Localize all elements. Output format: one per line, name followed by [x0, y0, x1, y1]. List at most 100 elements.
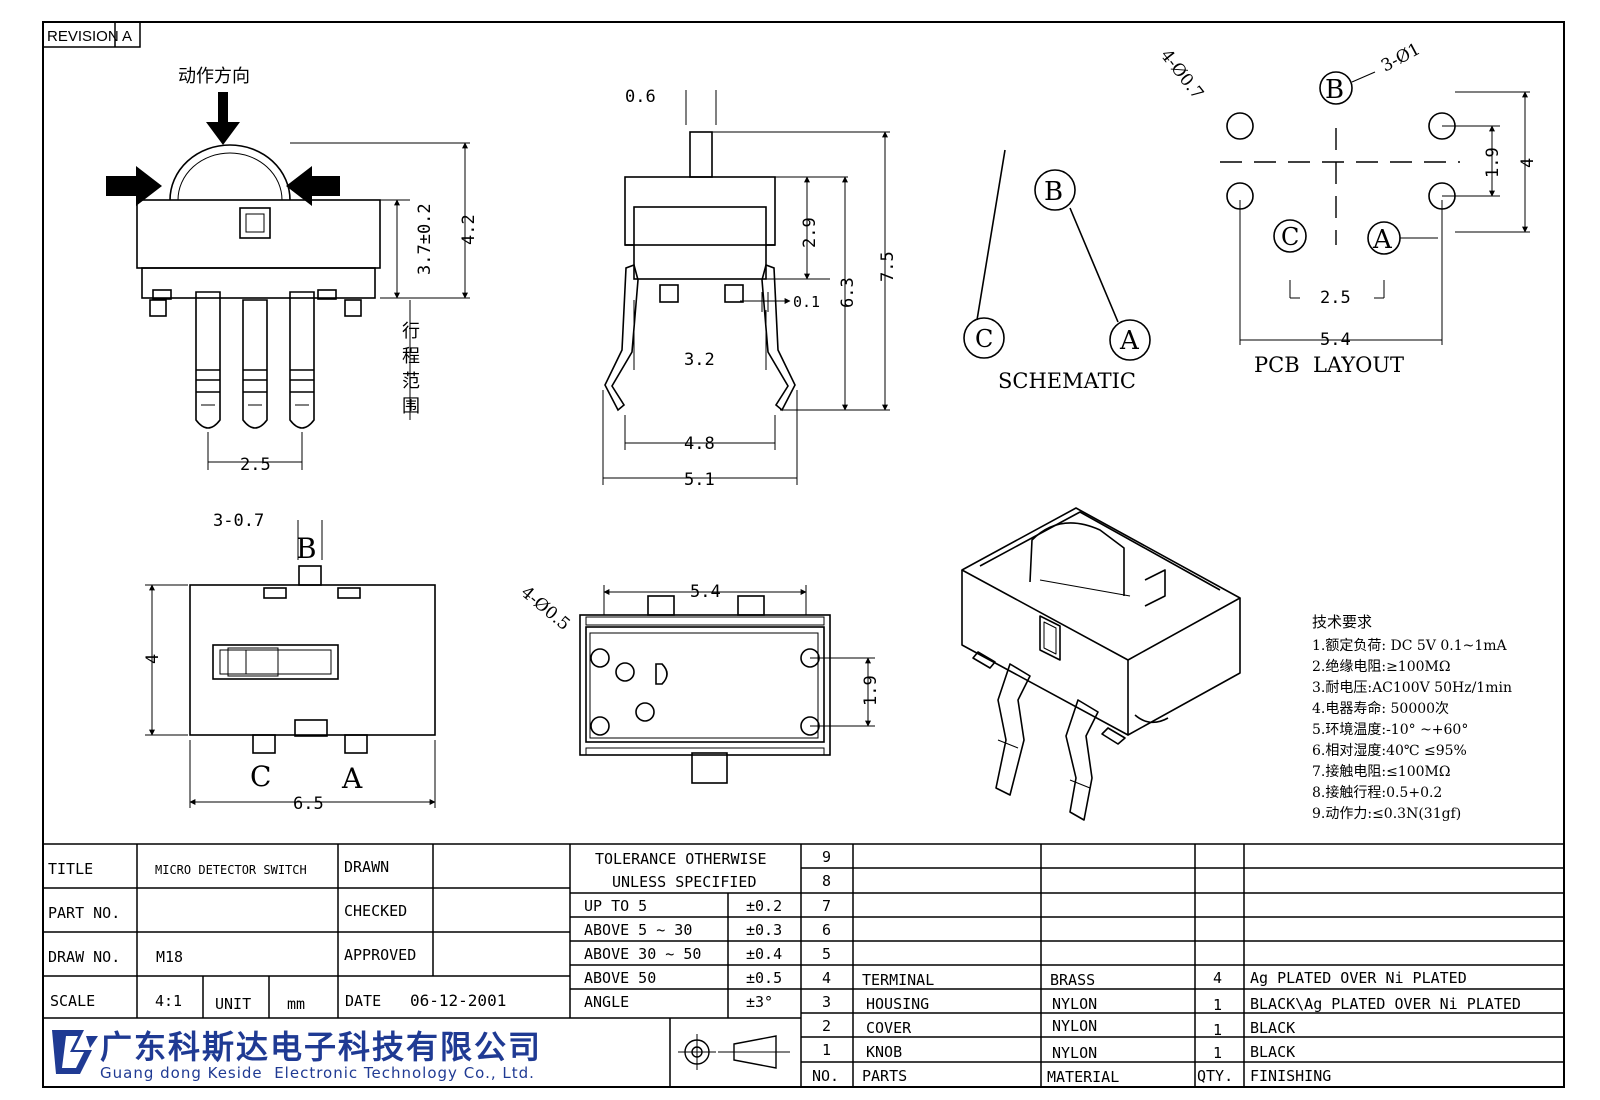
tol-range-2: ABOVE 5 ~ 30: [584, 921, 692, 939]
dim-front-body: 2.9: [800, 217, 820, 248]
tech-item-5: 5.环境温度:-10° ~+60°: [1312, 722, 1468, 738]
bottom-dim-h: 1.9: [861, 675, 881, 706]
revision-value: A: [122, 28, 132, 45]
travel-label-4: 围: [402, 396, 420, 417]
schematic-b: B: [1044, 177, 1063, 207]
top-dim-h: 4: [143, 654, 163, 664]
bom-no-5: 5: [822, 945, 831, 963]
dim-front-foot: 4.8: [684, 434, 715, 454]
action-direction-label: 动作方向: [178, 66, 250, 87]
top-c: C: [250, 760, 271, 793]
top-b: B: [296, 532, 317, 565]
title-block: [43, 843, 1564, 1087]
travel-label-3: 范: [402, 371, 420, 392]
pcb-dim-4: 4: [1518, 158, 1538, 168]
pcb-hole-small: 3-Ø1: [1378, 39, 1424, 76]
drawn-label: DRAWN: [344, 858, 389, 876]
unit-value: mm: [287, 995, 305, 1013]
pcb-a: A: [1372, 225, 1393, 255]
pcb-b: B: [1325, 75, 1344, 105]
bom-row-part: KNOB: [866, 1043, 902, 1061]
knob-dome: [169, 144, 291, 201]
pcb-layout: 4-Ø0.7 3-Ø1 B C A 1.9 4 2.5 5.4: [1156, 39, 1538, 377]
tolerance-title-1: TOLERANCE OTHERWISE: [595, 850, 767, 868]
date-value: 06-12-2001: [410, 991, 506, 1010]
dim-side-pitch: 2.5: [240, 455, 271, 475]
tech-item-7: 7.接触电阻:≤100MΩ: [1312, 763, 1450, 780]
dim-front-width: 5.1: [684, 470, 715, 490]
tech-item-3: 3.耐电压:AC100V 50Hz/1min: [1312, 680, 1512, 696]
approved-label: APPROVED: [344, 946, 416, 964]
tol-value-5: ±3°: [746, 993, 773, 1011]
tech-item-4: 4.电器寿命: 50000次: [1312, 700, 1449, 717]
top-pins-label: 3-0.7: [213, 511, 264, 531]
bom-row-part: TERMINAL: [862, 971, 934, 989]
bom-header-finishing: FINISHING: [1250, 1067, 1331, 1085]
company-name-en: Guang dong Keside Electronic Technology …: [100, 1064, 535, 1082]
tol-value-2: ±0.3: [746, 921, 782, 939]
dim-side-total: 4.2: [459, 214, 479, 245]
pcb-title: PCB LAYOUT: [1254, 353, 1404, 377]
dim-front-inner: 3.2: [684, 350, 715, 370]
bottom-dim-w: 5.4: [690, 582, 721, 602]
draw-label: DRAW NO.: [48, 948, 120, 966]
pcb-c: C: [1281, 223, 1299, 251]
tol-value-4: ±0.5: [746, 969, 782, 987]
schematic: B C A SCHEMATIC: [963, 149, 1151, 393]
bom-header-no: NO.: [812, 1067, 839, 1085]
bom-no-7: 7: [822, 897, 831, 915]
checked-label: CHECKED: [344, 902, 407, 920]
company-name-cn: 广东科斯达电子科技有限公司: [100, 1028, 542, 1066]
schematic-a: A: [1119, 326, 1140, 356]
top-view: 3-0.7 B C A 4 6.5: [143, 511, 436, 814]
tech-item-9: 9.动作力:≤0.3N(31gf): [1312, 806, 1461, 822]
front-view: 0.6 2.9 0.1 6.3 7.5 3.2 4.8 5.1: [602, 87, 898, 490]
tech-title: 技术要求: [1312, 613, 1372, 631]
bom-row-material: BRASS: [1050, 971, 1095, 989]
tech-item-6: 6.相对湿度:40℃ ≤95%: [1312, 743, 1467, 759]
bom-row-no: 3: [822, 993, 831, 1011]
schematic-title: SCHEMATIC: [998, 369, 1136, 393]
title-block-text: TITLE MICRO DETECTOR SWITCH PART NO. DRA…: [48, 848, 1521, 1086]
bom-row-part: COVER: [866, 1019, 912, 1037]
isometric-view: [961, 507, 1241, 821]
bom-row-part: HOUSING: [866, 995, 929, 1013]
title-value: MICRO DETECTOR SWITCH: [155, 863, 307, 877]
bottom-holes-label: 4-Ø0.5: [517, 583, 574, 635]
tech-item-1: 1.额定负荷: DC 5V 0.1~1mA: [1312, 638, 1508, 654]
tech-item-8: 8.接触行程:0.5+0.2: [1312, 784, 1442, 801]
part-label: PART NO.: [48, 904, 120, 922]
travel-label-1: 行: [402, 321, 420, 342]
tolerance-title-2: UNLESS SPECIFIED: [612, 873, 757, 891]
bom-row-qty: 1: [1213, 996, 1222, 1014]
sheet-border: [42, 21, 1565, 1088]
pcb-hole-large: 4-Ø0.7: [1156, 46, 1207, 104]
bom-row-material: NYLON: [1052, 1017, 1097, 1035]
bom-row-material: NYLON: [1052, 995, 1097, 1013]
tol-range-4: ABOVE 50: [584, 969, 656, 987]
top-dim-w: 6.5: [293, 794, 324, 814]
left-arrow-icon: [286, 166, 340, 206]
bom-row-qty: 1: [1213, 1021, 1222, 1039]
tol-value-3: ±0.4: [746, 945, 782, 963]
down-arrow-icon: [206, 92, 240, 145]
scale-value: 4:1: [155, 992, 182, 1010]
scale-label: SCALE: [50, 992, 95, 1010]
tol-range-5: ANGLE: [584, 993, 629, 1011]
pcb-dim-54: 5.4: [1320, 330, 1351, 350]
tol-value-1: ±0.2: [746, 897, 782, 915]
dim-front-pin: 0.6: [625, 87, 656, 107]
bom-header-qty: QTY.: [1197, 1067, 1233, 1085]
right-arrow-icon: [106, 166, 162, 206]
pcb-dim-19: 1.9: [1483, 147, 1503, 178]
tech-requirements: 技术要求 1.额定负荷: DC 5V 0.1~1mA 2.绝缘电阻:≥100MΩ…: [1312, 613, 1512, 822]
bom-no-9: 9: [822, 848, 831, 866]
bom-no-8: 8: [822, 872, 831, 890]
company-block: 广东科斯达电子科技有限公司 Guang dong Keside Electron…: [52, 1028, 542, 1082]
bom-no-6: 6: [822, 921, 831, 939]
schematic-c: C: [975, 325, 993, 353]
tol-range-3: ABOVE 30 ~ 50: [584, 945, 701, 963]
bom-header-parts: PARTS: [862, 1067, 907, 1085]
revision-label: REVISION: [47, 28, 119, 45]
